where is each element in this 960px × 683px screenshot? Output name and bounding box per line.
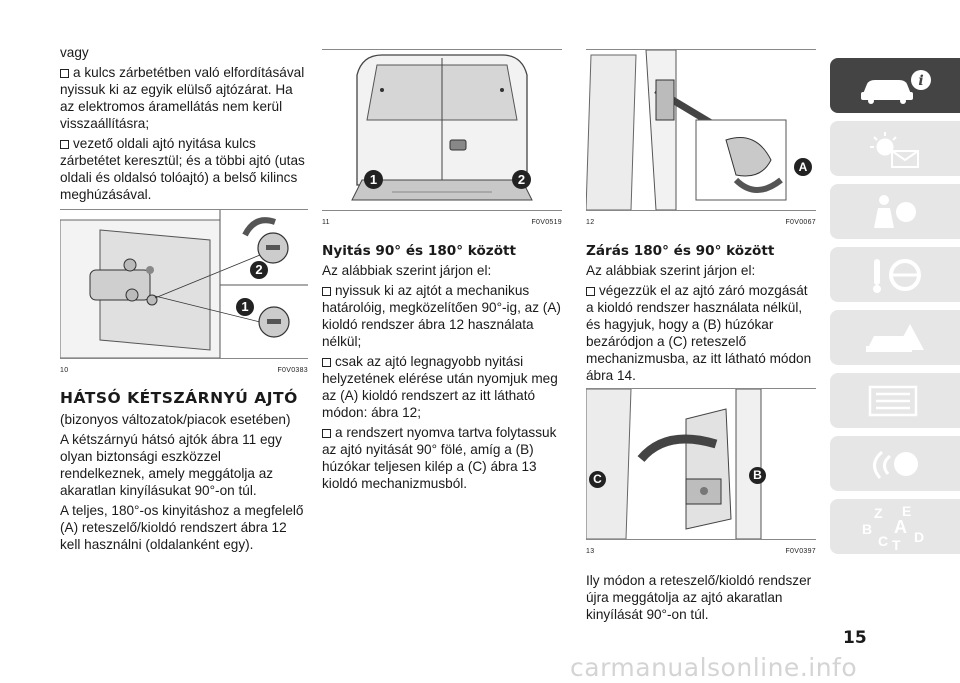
intro-text: vagy	[60, 45, 89, 60]
callout-badge: 2	[512, 170, 531, 189]
index-letter: Z	[874, 505, 883, 521]
starting-driving-icon	[873, 258, 921, 293]
bullet-item: vezető oldali ajtó nyitása kulcs zárbeté…	[60, 135, 308, 203]
checkbox-bullet-icon	[322, 358, 331, 367]
index-letter: C	[878, 533, 889, 549]
index-letter: A	[894, 517, 907, 537]
paragraph: A teljes, 180°-os kinyitáshoz a megfelel…	[60, 503, 304, 552]
tab-index[interactable]: Z E B A C T D	[830, 499, 960, 554]
figure-number: 11	[322, 219, 330, 226]
page-number: 15	[843, 628, 867, 648]
tab-starting-driving[interactable]	[830, 247, 960, 302]
bullet-text: nyissuk ki az ajtót a mechanikus határol…	[322, 283, 561, 349]
paragraph: (bizonyos változatok/piacok esetében)	[60, 412, 291, 427]
bullet-text: csak az ajtó legnagyobb nyitási helyzeté…	[322, 354, 558, 420]
bullet-item: csak az ajtó legnagyobb nyitási helyzeté…	[322, 353, 562, 421]
section-heading: Nyitás 90° és 180° között	[322, 243, 517, 259]
svg-text:i: i	[918, 73, 923, 89]
figure-code: F0V0519	[531, 219, 562, 226]
bullet-item: végezzük el az ajtó záró mozgását a kiol…	[586, 282, 816, 384]
chapter-sidebar: i	[830, 58, 960, 562]
index-letter: T	[892, 537, 901, 553]
bullet-item: a kulcs zárbetétben való elfordításával …	[60, 64, 308, 132]
index-letter: D	[914, 529, 925, 545]
door-lock-illustration	[60, 210, 308, 358]
figure-11: 1 2	[322, 49, 562, 211]
tab-multimedia[interactable]	[830, 436, 960, 491]
bullet-item: a rendszert nyomva tartva folytassuk az …	[322, 424, 562, 492]
tab-warning-lights[interactable]	[830, 121, 960, 176]
index-letter: E	[902, 503, 912, 519]
rear-doors-illustration	[322, 50, 562, 210]
figure-caption: 12 F0V0067	[586, 211, 816, 231]
figure-number: 12	[586, 219, 595, 226]
checkbox-bullet-icon	[60, 69, 69, 78]
paragraph: Az alábbiak szerint járjon el:	[586, 263, 756, 278]
callout-badge: 1	[236, 298, 254, 316]
figure-10: 2 1	[60, 209, 308, 359]
safety-airbag-icon	[874, 194, 916, 228]
door-check-strap-illustration	[586, 50, 816, 210]
checkbox-bullet-icon	[322, 287, 331, 296]
callout-badge: C	[589, 471, 606, 488]
warning-lights-icon	[870, 131, 919, 168]
bullet-text: végezzük el az ajtó záró mozgását a kiol…	[586, 283, 812, 383]
figure-caption: 10 F0V0383	[60, 359, 308, 379]
bullet-item: nyissuk ki az ajtót a mechanikus határol…	[322, 282, 562, 350]
tab-maintenance[interactable]	[830, 373, 960, 428]
watermark: carmanualsonline.info	[570, 653, 858, 682]
callout-badge: 1	[364, 170, 383, 189]
callout-badge: A	[794, 158, 812, 176]
checkbox-bullet-icon	[322, 429, 331, 438]
maintenance-icon	[868, 385, 918, 416]
paragraph: Az alábbiak szerint járjon el:	[322, 263, 492, 278]
paragraph: A kétszárnyú hátsó ajtók ábra 11 egy oly…	[60, 432, 282, 498]
tab-safety[interactable]	[830, 184, 960, 239]
checkbox-bullet-icon	[60, 140, 69, 149]
release-lever-illustration	[586, 389, 816, 539]
bullet-text: vezető oldali ajtó nyitása kulcs zárbeté…	[60, 136, 305, 202]
paragraph: Ily módon a reteszelő/kioldó rendszer új…	[586, 573, 812, 622]
figure-caption: 13 F0V0397	[586, 540, 816, 560]
bullet-text: a rendszert nyomva tartva folytassuk az …	[322, 425, 557, 491]
figure-number: 13	[586, 548, 595, 555]
figure-12: A	[586, 49, 816, 211]
figure-code: F0V0397	[785, 548, 816, 555]
section-heading: Zárás 180° és 90° között	[586, 243, 775, 259]
callout-badge: B	[749, 467, 766, 484]
bullet-text: a kulcs zárbetétben való elfordításával …	[60, 65, 305, 131]
emergency-icon	[866, 323, 924, 352]
figure-number: 10	[60, 367, 69, 374]
car-info-icon: i	[861, 69, 931, 104]
column-2: 1 2 11 F0V0519 Nyitás 90° és 180° között…	[322, 49, 562, 495]
tab-emergency[interactable]	[830, 310, 960, 365]
section-heading: HÁTSÓ KÉTSZÁRNYÚ AJTÓ	[60, 389, 298, 407]
column-3: A 12 F0V0067 Zárás 180° és 90° között Az…	[586, 49, 816, 626]
figure-13: C B	[586, 388, 816, 540]
callout-badge: 2	[250, 261, 268, 279]
column-1: vagy a kulcs zárbetétben való elfordítás…	[60, 44, 308, 556]
figure-code: F0V0067	[785, 219, 816, 226]
tab-car-info[interactable]: i	[830, 58, 960, 113]
index-letter: B	[862, 521, 873, 537]
figure-code: F0V0383	[277, 367, 308, 374]
checkbox-bullet-icon	[586, 287, 595, 296]
figure-caption: 11 F0V0519	[322, 211, 562, 231]
multimedia-icon	[873, 450, 918, 479]
